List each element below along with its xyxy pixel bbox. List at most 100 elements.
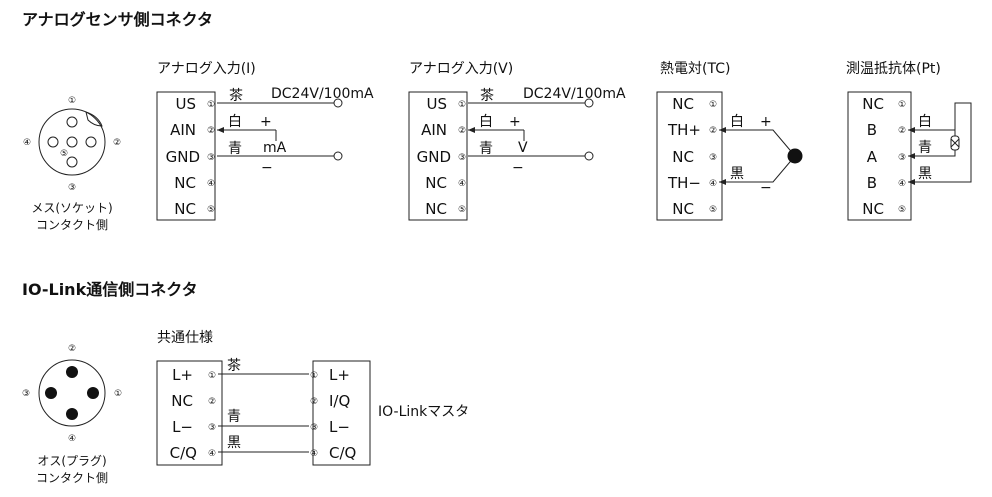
iolink-wire-blue: 青 [227, 409, 241, 425]
female-caption-1: メス(ソケット) [31, 201, 112, 215]
tc-num-4: ④ [709, 179, 717, 189]
rtd-pin-4: B [867, 174, 877, 192]
tc-wire-black: 黒 [730, 166, 744, 182]
iolink-left-pin-2: NC [171, 392, 193, 410]
analog-i-supply: DC24V/100mA [271, 86, 374, 102]
iolink-wire-brown: 茶 [227, 358, 241, 374]
analog-i-pin-3: GND [166, 148, 200, 166]
tc-pin-3: NC [672, 148, 694, 166]
tc-num-5: ⑤ [709, 205, 717, 215]
analog-v-wire-brown: 茶 [480, 88, 494, 104]
rtd-num-5: ⑤ [898, 205, 906, 215]
analog-i-signal: mA [263, 140, 287, 156]
analog-v-num-4: ④ [458, 179, 466, 189]
rtd-num-1: ① [898, 100, 906, 110]
male-pin1-label: ① [114, 389, 122, 399]
analog-i-diagram: アナログ入力(I) US AIN GND NC NC ① ② ③ ④ ⑤ 茶 白… [156, 61, 374, 221]
iolink-right-num-1: ① [310, 371, 318, 381]
tc-pin-5: NC [672, 200, 694, 218]
analog-v-num-5: ⑤ [458, 205, 466, 215]
rtd-wire-blue: 青 [918, 140, 932, 156]
analog-i-wire-brown: 茶 [229, 88, 243, 104]
analog-i-plus: + [260, 114, 272, 130]
iolink-right-num-4: ④ [310, 449, 318, 459]
tc-plus: + [760, 114, 772, 130]
male-caption-1: オス(プラグ) [37, 454, 106, 468]
female-pin2-label: ② [113, 138, 121, 148]
iolink-title: 共通仕様 [157, 330, 213, 346]
iolink-left-num-4: ④ [208, 449, 216, 459]
analog-i-pin-5: NC [174, 200, 196, 218]
tc-pin-4: TH− [667, 174, 701, 192]
iolink-diagram: 共通仕様 L+ NC L− C/Q ① ② ③ ④ ① ② ③ ④ L+ I/Q… [156, 330, 469, 466]
tc-pin-2: TH+ [667, 121, 701, 139]
analog-v-num-1: ① [458, 100, 466, 110]
analog-i-minus: − [261, 160, 273, 176]
tc-num-1: ① [709, 100, 717, 110]
analog-i-pin-2: AIN [170, 121, 196, 139]
analog-i-num-4: ④ [207, 179, 215, 189]
analog-i-num-2: ② [207, 126, 215, 136]
male-pin3-label: ③ [22, 389, 30, 399]
analog-i-wire-blue: 青 [228, 141, 242, 157]
iolink-right-pin-2: I/Q [329, 392, 350, 410]
iolink-left-num-2: ② [208, 397, 216, 407]
analog-i-wire-white: 白 [228, 114, 242, 130]
female-pin3-label: ③ [68, 183, 76, 193]
rtd-diagram: 測温抵抗体(Pt) NC B A B NC ① ② ③ ④ ⑤ 白 青 黒 [846, 61, 972, 221]
iolink-right-pin-3: L− [329, 418, 350, 436]
analog-v-wire-white: 白 [479, 114, 493, 130]
analog-v-pin-2: AIN [421, 121, 447, 139]
iolink-left-num-1: ① [208, 371, 216, 381]
female-connector-face [38, 108, 106, 176]
analog-v-wire-blue: 青 [479, 141, 493, 157]
thermocouple-diagram: 熱電対(TC) NC TH+ NC TH− NC ① ② ③ ④ ⑤ 白 黒 +… [656, 61, 803, 221]
iolink-right-pin-1: L+ [329, 366, 350, 384]
rtd-pin-3: A [867, 148, 878, 166]
analog-v-diagram: アナログ入力(V) US AIN GND NC NC ① ② ③ ④ ⑤ 茶 白… [408, 61, 626, 221]
iolink-left-pin-4: C/Q [170, 444, 197, 462]
analog-v-pin-1: US [426, 95, 447, 113]
analog-v-pin-4: NC [425, 174, 447, 192]
tc-num-2: ② [709, 126, 717, 136]
iolink-wire-black: 黒 [227, 435, 241, 451]
female-caption-2: コンタクト側 [36, 218, 108, 232]
rtd-pin-1: NC [862, 95, 884, 113]
rtd-title: 測温抵抗体(Pt) [846, 61, 941, 77]
iolink-right-num-2: ② [310, 397, 318, 407]
analog-v-plus: + [509, 114, 521, 130]
iolink-left-num-3: ③ [208, 423, 216, 433]
female-pin4-label: ④ [23, 138, 31, 148]
female-pin5-label: ⑤ [60, 149, 68, 159]
analog-v-supply: DC24V/100mA [523, 86, 626, 102]
analog-i-pin-4: NC [174, 174, 196, 192]
iolink-section-title: IO-Link通信側コネクタ [22, 280, 198, 299]
rtd-wire-white: 白 [918, 114, 932, 130]
tc-title: 熱電対(TC) [660, 61, 730, 77]
rtd-pin-2: B [867, 121, 877, 139]
iolink-right-pin-4: C/Q [329, 444, 356, 462]
rtd-resistor-icon [950, 135, 960, 151]
analog-v-title: アナログ入力(V) [409, 61, 513, 77]
analog-v-minus: − [512, 160, 524, 176]
tc-pin-1: NC [672, 95, 694, 113]
analog-i-title: アナログ入力(I) [157, 61, 256, 77]
rtd-num-3: ③ [898, 153, 906, 163]
tc-wire-white: 白 [730, 114, 744, 130]
analog-v-pin-5: NC [425, 200, 447, 218]
male-connector-face [38, 359, 106, 427]
analog-v-num-3: ③ [458, 153, 466, 163]
analog-i-num-1: ① [207, 100, 215, 110]
iolink-left-pin-3: L− [172, 418, 193, 436]
analog-i-pin-1: US [175, 95, 196, 113]
analog-v-signal: V [518, 140, 528, 156]
rtd-pin-5: NC [862, 200, 884, 218]
analog-v-pin-3: GND [417, 148, 451, 166]
rtd-wire-black: 黒 [918, 166, 932, 182]
tc-num-3: ③ [709, 153, 717, 163]
rtd-num-2: ② [898, 126, 906, 136]
male-caption-2: コンタクト側 [36, 471, 108, 485]
iolink-master-label: IO-Linkマスタ [378, 404, 469, 420]
male-pin2-label: ② [68, 344, 76, 354]
